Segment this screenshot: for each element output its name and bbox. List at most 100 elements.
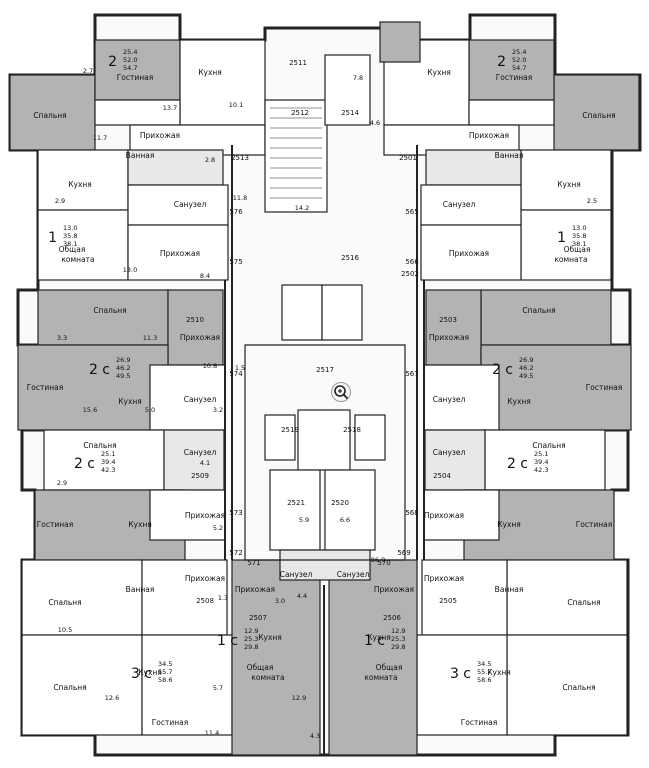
dimension: 2.8 [205, 156, 215, 164]
room-label: комната [554, 255, 587, 264]
zone-code: 2519 [281, 426, 299, 434]
apartment-rooms: 2 с [89, 362, 110, 378]
room-label: Кухня [68, 180, 92, 189]
door-code: 570 [377, 559, 390, 567]
room-label: Спальня [48, 598, 81, 607]
zone-code: 2521 [287, 499, 305, 507]
room-label: Прихожая [374, 585, 414, 594]
room-label: Ванная [495, 151, 524, 160]
room-label: Кухня [487, 668, 511, 677]
apartment-area: 12.9 [391, 627, 405, 635]
room-label: Кухня [138, 668, 162, 677]
apartment-area: 34.5 [158, 660, 172, 668]
zone-code: 2513 [231, 154, 249, 162]
elevator-shaft [281, 284, 323, 341]
room-f-left [231, 559, 321, 756]
apartment-rooms: 2 с [507, 456, 528, 472]
shaft-top [379, 21, 421, 63]
door-code: 567 [405, 370, 418, 378]
apartment-area: 58.6 [158, 676, 172, 684]
room-label: Кухня [258, 633, 282, 642]
zoom-in-button[interactable] [331, 382, 351, 402]
dimension: 11.4 [205, 729, 219, 737]
door-code: 575 [229, 258, 242, 266]
dimension: 6.6 [340, 516, 350, 524]
apartment-rooms: 1 [557, 230, 566, 246]
dimension: 5.9 [299, 516, 309, 524]
room-label: Общая [59, 245, 86, 254]
room-label: Кухня [557, 180, 581, 189]
living-a-right [468, 39, 555, 101]
door-code: 565 [405, 208, 418, 216]
dimension: 86.9 [371, 556, 385, 564]
apartment-area: 25.4 [123, 48, 137, 56]
apartment-rooms: 3 с [450, 666, 471, 682]
room-label: Кухня [427, 68, 451, 77]
apartment-area: 25.3 [391, 635, 405, 643]
room-label: Санузел [174, 200, 207, 209]
room-label: Прихожая [469, 131, 509, 140]
elevator-shaft [321, 284, 363, 341]
dimension: 14.2 [295, 204, 309, 212]
dimension: 4.3 [310, 732, 320, 740]
wc-d-left [163, 429, 225, 491]
room-label: Кухня [507, 397, 531, 406]
wc-b-left [127, 184, 229, 226]
apartment-area: 52.0 [512, 56, 526, 64]
dimension: 3.2 [213, 406, 223, 414]
room-label: Ванная [495, 585, 524, 594]
door-code: 569 [397, 549, 410, 557]
dimension: 2.9 [57, 479, 67, 487]
room-label: Санузел [184, 395, 217, 404]
apartment-area: 13.0 [572, 224, 586, 232]
living-b-left [37, 209, 129, 281]
apartment-area: 35.8 [63, 232, 77, 240]
kitchen-d-left [149, 489, 226, 541]
apartment-area: 58.6 [477, 676, 491, 684]
apartment-area: 46.2 [519, 364, 533, 372]
living-b-right [520, 209, 612, 281]
bedroom2-e-left [21, 634, 143, 736]
apartment-area: 25.3 [244, 635, 258, 643]
room-label: Санузел [433, 448, 466, 457]
dimension: 2.9 [55, 197, 65, 205]
room-label: Санузел [280, 570, 313, 579]
dimension: 5.2 [213, 524, 223, 532]
balcony-a-right [468, 99, 555, 126]
room-label: Гостиная [586, 383, 623, 392]
zone-code: 2507 [249, 614, 267, 622]
bedroom-d-right [484, 429, 606, 491]
hall-e-left [141, 559, 228, 636]
apartment-area: 29.8 [244, 643, 258, 651]
door-code: 566 [405, 258, 419, 266]
door-code: 568 [405, 509, 418, 517]
dimension: 11.7 [93, 134, 107, 142]
room-label: Гостиная [27, 383, 64, 392]
room-label: Прихожая [449, 249, 489, 258]
dimension: 12.6 [105, 694, 119, 702]
zone-code: 2510 [186, 316, 204, 324]
room-label: комната [61, 255, 94, 264]
apartment-area: 42.3 [101, 466, 115, 474]
apartment-area: 39.4 [101, 458, 115, 466]
room-label: Прихожая [424, 511, 464, 520]
door-code: 576 [229, 208, 243, 216]
room-label: Санузел [443, 200, 476, 209]
apartment-area: 49.5 [519, 372, 533, 380]
bath-a-left [127, 149, 224, 186]
zone-code: 2505 [439, 597, 457, 605]
room-label: Кухня [367, 633, 391, 642]
apartment-area: 35.8 [572, 232, 586, 240]
dimension: 3.3 [57, 334, 67, 342]
room-label: Спальня [53, 683, 86, 692]
hall-c-left [167, 289, 224, 366]
zone-code: 2504 [433, 472, 451, 480]
kitchen-b-left [37, 149, 129, 211]
zone-code: 2503 [439, 316, 457, 324]
bedroom-d-left [43, 429, 165, 491]
apartment-area: 13.0 [63, 224, 77, 232]
apartment-area: 26.9 [116, 356, 130, 364]
zone-code: 2520 [331, 499, 349, 507]
apartment-area: 38.1 [63, 240, 77, 248]
